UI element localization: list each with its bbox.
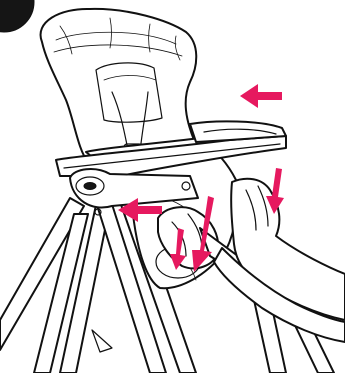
seat-backrest	[41, 9, 197, 162]
step-badge	[0, 0, 34, 32]
arrow-tray-slide-left	[240, 84, 282, 108]
